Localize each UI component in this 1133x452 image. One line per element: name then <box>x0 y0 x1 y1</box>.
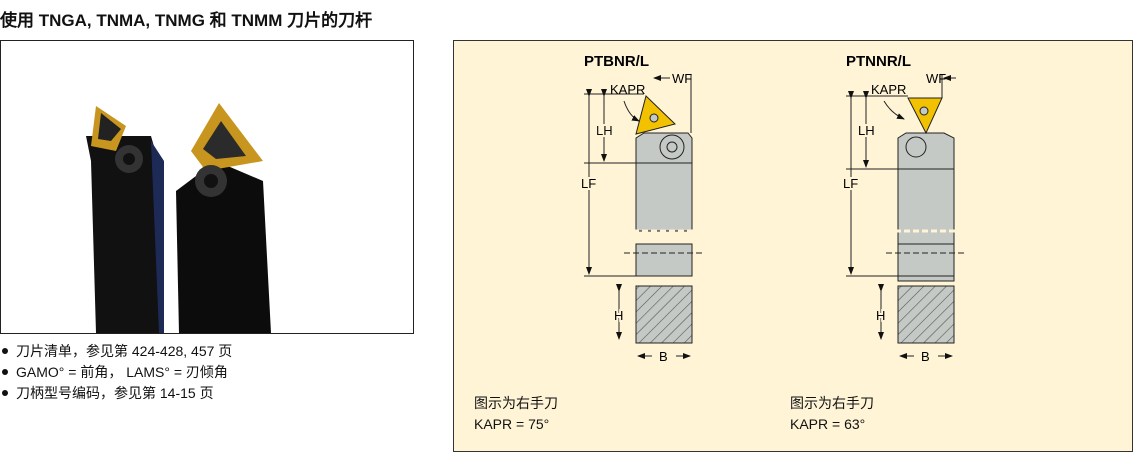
label-kapr: KAPR <box>871 82 906 97</box>
page-title: 使用 TNGA, TNMA, TNMG 和 TNMM 刀片的刀杆 <box>0 11 373 30</box>
label-h: H <box>876 308 885 323</box>
diagram-ptbnr: PTBNR/L KAPR WF LH LF H B <box>579 53 704 364</box>
note-item: 刀片清单，参见第 424-428, 457 页 <box>0 341 232 362</box>
caption-kapr: KAPR = 75° <box>474 416 550 432</box>
label-wf: WF <box>926 71 946 86</box>
notes-list: 刀片清单，参见第 424-428, 457 页 GAMO° = 前角， LAMS… <box>0 341 232 404</box>
tool-holders-image <box>86 103 271 333</box>
label-lf: LF <box>581 176 596 191</box>
diagram-panel: PTBNR/L KAPR WF LH LF H B PTNNR/L KAPR W… <box>453 40 1133 452</box>
product-photo <box>0 40 414 334</box>
label-lh: LH <box>596 123 613 138</box>
label-h: H <box>614 308 623 323</box>
caption-hand: 图示为右手刀 <box>474 395 558 411</box>
label-b: B <box>921 349 930 364</box>
label-b: B <box>659 349 668 364</box>
label-wf: WF <box>672 71 692 86</box>
diagram-title: PTNNR/L <box>846 53 911 70</box>
note-item: GAMO° = 前角， LAMS° = 刃倾角 <box>0 362 232 383</box>
label-lf: LF <box>843 176 858 191</box>
note-item: 刀柄型号编码，参见第 14-15 页 <box>0 383 232 404</box>
diagram-title: PTBNR/L <box>584 53 649 70</box>
diagram-ptnnr: PTNNR/L KAPR WF LH LF H B <box>841 53 966 364</box>
label-lh: LH <box>858 123 875 138</box>
label-kapr: KAPR <box>610 82 645 97</box>
caption-kapr: KAPR = 63° <box>790 416 866 432</box>
caption-hand: 图示为右手刀 <box>790 395 874 411</box>
